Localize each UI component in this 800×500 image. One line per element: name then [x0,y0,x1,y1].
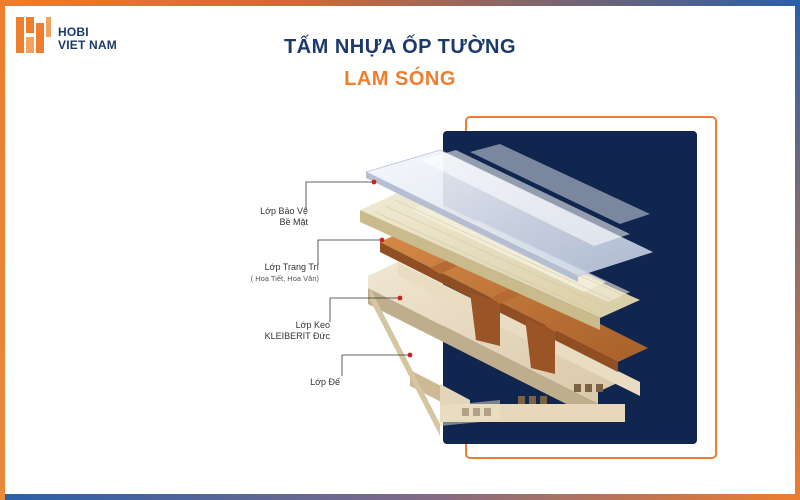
label-protective-line2: Bề Mặt [228,217,308,228]
label-protective-layer: Lớp Bảo Vệ Bề Mặt [228,206,308,228]
marker-dot-decorative [380,238,385,243]
label-decorative-line2: ( Hoạ Tiết, Hoa Văn) [214,273,319,284]
label-glue-layer: Lớp Keo KLEIBERIT Đức [240,320,330,342]
label-decorative-layer: Lớp Trang Trí ( Hoạ Tiết, Hoa Văn) [214,262,319,284]
label-glue-line2: KLEIBERIT Đức [240,331,330,342]
label-base-layer: Lớp Đế [270,377,340,388]
label-protective-line1: Lớp Bảo Vệ [228,206,308,217]
label-base-line1: Lớp Đế [270,377,340,388]
marker-dot-glue [398,296,403,301]
label-glue-line1: Lớp Keo [240,320,330,331]
marker-dot-base [408,353,413,358]
marker-dot-protective [372,180,377,185]
label-decorative-line1: Lớp Trang Trí [214,262,319,273]
